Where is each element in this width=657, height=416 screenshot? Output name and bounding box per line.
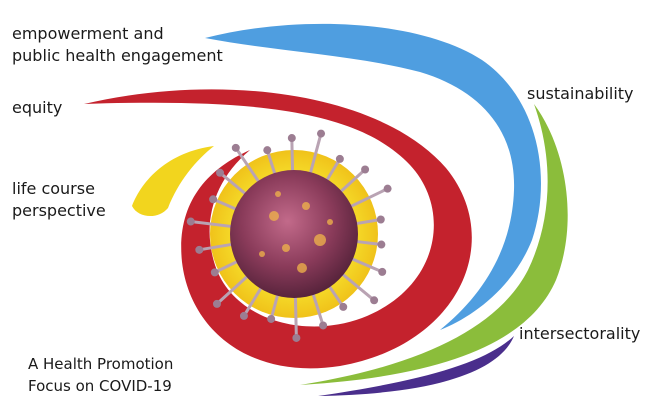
virus-spike (215, 271, 253, 306)
virus-spike-tip (263, 146, 272, 155)
virus-spike-tip (231, 143, 240, 152)
label-empowerment-line2: public health engagement (12, 46, 223, 65)
virus-spike (335, 167, 367, 197)
virus-spike-tip (209, 195, 218, 204)
virus-spot (297, 263, 307, 273)
life-course-swirl (132, 146, 214, 217)
virus-spike (345, 255, 384, 274)
sustainability-swirl (300, 104, 568, 385)
virus-spike-tip (376, 215, 385, 224)
coronavirus-icon (186, 129, 392, 342)
virus-body (230, 170, 358, 298)
intersectorality-swirl (318, 336, 514, 396)
virus-spike (242, 281, 266, 318)
virus-surface-spots (259, 191, 333, 273)
virus-spike (337, 269, 376, 302)
label-sustainability: sustainability (527, 84, 634, 103)
virus-spike (189, 220, 238, 229)
label-intersectorality: intersectorality (519, 324, 641, 343)
label-empowerment-line1: empowerment and (12, 24, 164, 43)
virus-spike-tip (212, 299, 221, 308)
virus-spot (314, 234, 326, 246)
virus-spike (307, 132, 323, 180)
virus-spike-tip (267, 314, 276, 323)
virus-spikes (186, 129, 392, 342)
virus-spike-tip (383, 184, 392, 193)
virus-spike-tip (378, 267, 387, 276)
virus-spike-tip (361, 165, 370, 174)
caption-line2: Focus on COVID-19 (28, 377, 172, 395)
virus-spot (302, 202, 310, 210)
virus-spike-tip (370, 296, 379, 305)
virus-spike-tip (339, 302, 348, 311)
virus-spike (234, 146, 264, 188)
virus-spike (344, 187, 390, 211)
virus-spike (310, 287, 325, 327)
virus-spike-tip (210, 268, 219, 277)
virus-spot (259, 251, 265, 257)
virus-spike-tip (239, 311, 248, 320)
virus-spike-tip (287, 134, 296, 143)
virus-spot (269, 211, 279, 221)
virus-spike-tip (292, 333, 301, 342)
virus-spike-tip (335, 154, 344, 163)
label-life-course-line1: life course (12, 179, 95, 198)
virus-spike-tip (377, 240, 386, 249)
caption-line1: A Health Promotion (28, 355, 174, 373)
virus-spike-tip (195, 245, 204, 254)
virus-spike-tip (186, 217, 195, 226)
virus-spot (327, 219, 333, 225)
virus-spike-tip (216, 168, 225, 177)
virus-spike-tip (317, 129, 326, 138)
virus-spike (290, 136, 295, 178)
label-equity: equity (12, 98, 63, 117)
label-life-course-line2: perspective (12, 201, 106, 220)
virus-spot (282, 244, 290, 252)
virus-spike (218, 171, 251, 199)
virus-spot (275, 191, 281, 197)
virus-spike (293, 290, 298, 340)
virus-spike-tip (319, 321, 328, 330)
virus-spike (197, 242, 239, 252)
